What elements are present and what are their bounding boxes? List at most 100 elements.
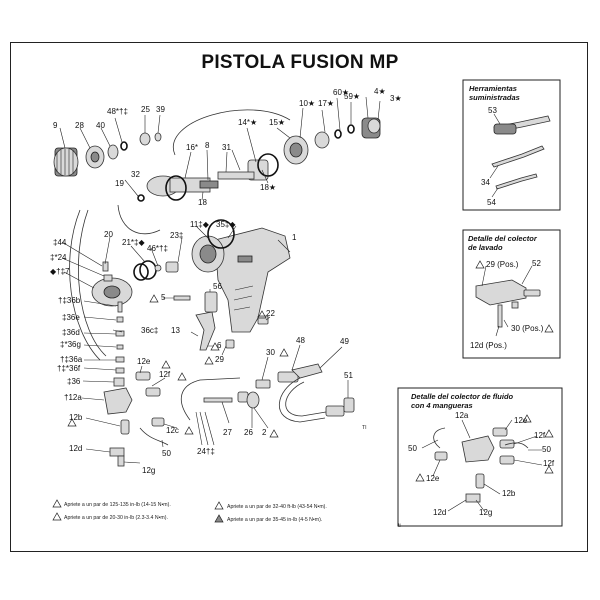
- flush-label: 52: [532, 259, 541, 268]
- callout-label: 29: [215, 355, 224, 364]
- fluid-label: 12d: [433, 508, 446, 517]
- callout-label: 31: [222, 143, 231, 152]
- callout-label: 48: [296, 336, 305, 345]
- fluid-label: 50: [408, 444, 417, 453]
- tool-label: 34: [481, 178, 490, 187]
- fluid-label: 12e: [514, 416, 528, 425]
- callout-label: 15★: [269, 118, 285, 127]
- callout-label: 32: [131, 170, 140, 179]
- fluid-hose-fitting-stack: [103, 301, 133, 467]
- callout-label: †‡36b: [58, 296, 81, 305]
- piston-assembly: [137, 171, 255, 202]
- callout-label: 12f: [159, 370, 171, 379]
- legend-entry: Apriete a un par de 20-30 in-lb (2.3-3.4…: [64, 515, 168, 521]
- callout-label: ‡36: [67, 377, 81, 386]
- callout-label: 12e: [137, 357, 151, 366]
- callout-label: †‡36a: [60, 355, 83, 364]
- callout-label: 12b: [69, 413, 83, 422]
- air-hose-loop-top: [117, 109, 291, 235]
- fluid-label: 12g: [479, 508, 492, 517]
- callout-label: 24†‡: [197, 447, 215, 456]
- callout-label: ◆†‡7: [50, 267, 70, 276]
- callout-label: 9: [53, 121, 58, 130]
- page-title: PISTOLA FUSION MP: [201, 52, 399, 73]
- callout-label: 17★: [318, 99, 334, 108]
- corner-mark: TI: [362, 425, 367, 431]
- trigger: [195, 291, 218, 351]
- callout-label: 10★: [299, 99, 315, 108]
- callout-label: ‡44: [53, 238, 67, 247]
- tool-label: 54: [487, 198, 496, 207]
- torque-markers: [67, 294, 289, 438]
- callout-label: 39: [156, 105, 165, 114]
- callout-label: 12d: [69, 444, 82, 453]
- callout-label: 8: [205, 141, 210, 150]
- fluid-label: 12b: [502, 489, 516, 498]
- callout-label: 1: [292, 233, 297, 242]
- callout-label: ‡36d: [62, 328, 80, 337]
- callout-label: 56: [213, 282, 222, 291]
- callout-label: 6: [217, 341, 222, 350]
- corner-mark: ti: [398, 523, 401, 529]
- callout-label: 13: [171, 326, 180, 335]
- fluid-label: 12f: [543, 459, 555, 468]
- callout-label: 27: [223, 428, 232, 437]
- callout-label: †12a: [64, 393, 82, 402]
- legend-entry: Apriete a un par de 35-45 in-lb (4-5 N•m…: [227, 517, 322, 523]
- supplied-tools: [489, 113, 551, 198]
- small-parts-row: [107, 132, 162, 160]
- callout-label: 48*†‡: [107, 107, 128, 116]
- rear-housing: [91, 261, 133, 307]
- tool-label: 53: [488, 106, 497, 115]
- callout-label: 5: [161, 293, 166, 302]
- callout-label: 50: [162, 449, 171, 458]
- callout-label: 46*†‡: [147, 244, 168, 253]
- flush-label: 30 (Pos.): [511, 324, 544, 333]
- flush-manifold: [475, 260, 554, 337]
- torque-legend: Apriete a un par de 125-135 in-lb (14-15…: [52, 499, 327, 523]
- callout-label: 16*: [186, 143, 198, 152]
- callout-label: 19: [115, 179, 124, 188]
- flush-label: 29 (Pos.): [486, 260, 519, 269]
- callout-label: 59★: [344, 92, 360, 101]
- fluid-label: 50: [542, 445, 551, 454]
- air-cap-assembly: [247, 117, 381, 181]
- callout-label: 18★: [260, 183, 276, 192]
- callout-label: 3★: [390, 94, 402, 103]
- inset-tools-heading: Herramientas: [469, 84, 517, 93]
- gun-body: [191, 219, 291, 333]
- inset-fluid-heading: con 4 mangueras: [411, 401, 473, 410]
- callout-label: 40: [96, 121, 105, 130]
- callout-label: ‡*24: [50, 253, 67, 262]
- callout-label: 36c‡: [141, 326, 158, 335]
- callout-label: ‡*36g: [60, 340, 81, 349]
- callout-label: 11‡◆: [190, 220, 210, 229]
- callout-label: †‡*36f: [57, 364, 81, 373]
- callout-label: 4★: [374, 87, 386, 96]
- inset-tools-heading: suministradas: [469, 93, 520, 102]
- fluid-label: 12f: [534, 431, 546, 440]
- callout-label: 12g: [142, 466, 155, 475]
- callout-label: 22: [266, 309, 275, 318]
- callout-label: 25: [141, 105, 150, 114]
- legend-entry: Apriete a un par de 125-135 in-lb (14-15…: [64, 502, 171, 508]
- callout-label: 2: [262, 428, 267, 437]
- callout-label: 35‡◆: [216, 220, 236, 229]
- callout-label: 20: [104, 230, 113, 239]
- legend-entry: Apriete a un par de 32-40 ft-lb (43-54 N…: [227, 504, 327, 510]
- callout-label: 12c: [166, 426, 179, 435]
- callout-label: 49: [340, 337, 349, 346]
- fluid-label: 12a: [455, 411, 469, 420]
- drawing-frame: [10, 42, 588, 552]
- callout-label: 51: [344, 371, 353, 380]
- main-callout-labels: 9 28 40 48*†‡ 25 39 14*★ 15★ 10★ 17★ 60★…: [50, 87, 402, 475]
- callout-label: 28: [75, 121, 84, 130]
- fluid-manifold: [415, 414, 554, 513]
- callout-label: ‡36e: [62, 313, 80, 322]
- callout-label: 18: [198, 198, 207, 207]
- callout-label: 30: [266, 348, 275, 357]
- inset-flush-heading: de lavado: [468, 243, 503, 252]
- inset-tools-box: [462, 79, 561, 211]
- fluid-fittings-right: [135, 371, 169, 446]
